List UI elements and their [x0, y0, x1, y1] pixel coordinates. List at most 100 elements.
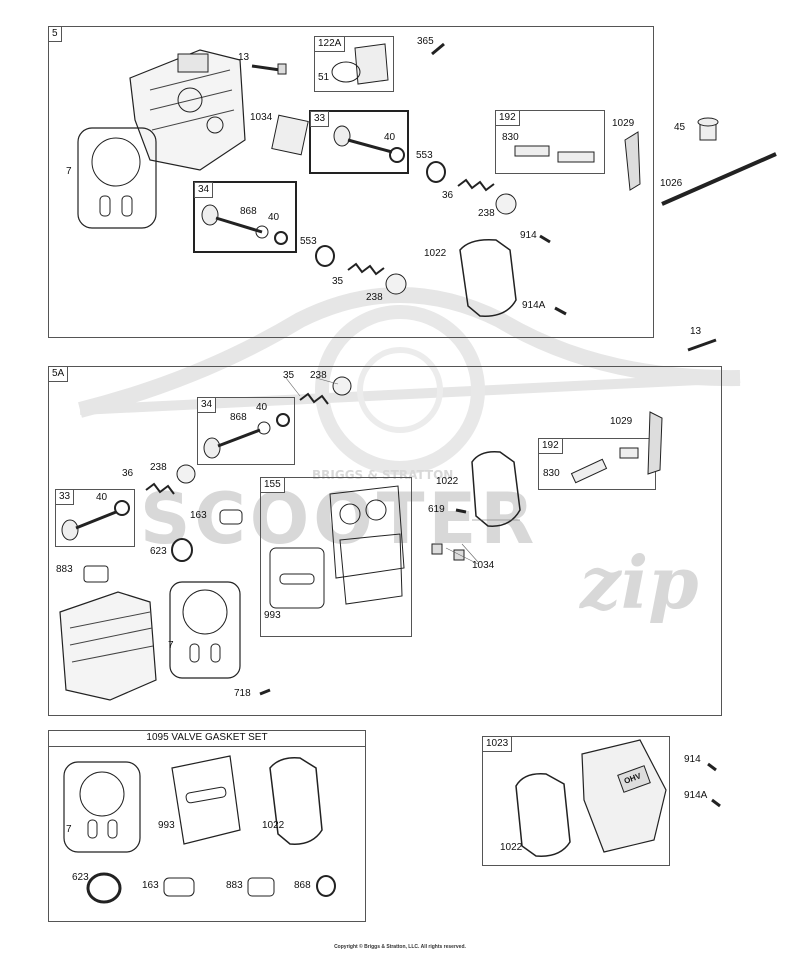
cap-238-5a-lower	[176, 464, 196, 484]
spring-36-upper	[457, 178, 495, 192]
subkit-155-frame	[260, 477, 412, 637]
pin-718	[259, 688, 271, 696]
callout-label: 238	[478, 208, 495, 219]
callout-label: 163	[142, 880, 159, 891]
callout-label: 868	[230, 412, 247, 423]
callout-label: 619	[428, 504, 445, 515]
subkit-192-upper-frame	[495, 110, 605, 174]
section-5a-frame	[48, 366, 722, 716]
head-gasket-lower	[169, 581, 241, 679]
callout-label: 914A	[522, 300, 546, 311]
callout-label: 1022	[436, 476, 459, 487]
valve-cover-ohv	[581, 739, 667, 853]
set-gasket-883	[247, 877, 275, 897]
callout-label: 914	[684, 754, 701, 765]
subkit-34-upper-tag: 34	[194, 182, 214, 198]
callout-label: 1029	[612, 118, 635, 129]
subkit-192-upper-tag: 192	[495, 110, 520, 126]
valve-34-upper	[201, 204, 288, 245]
bolt-365	[431, 42, 445, 56]
subkit-34-lower-tag: 34	[197, 397, 217, 413]
callout-label: 35	[332, 276, 344, 287]
callout-label: 238	[150, 462, 167, 473]
callout-label: 13	[690, 326, 702, 337]
callout-label: 553	[300, 236, 317, 247]
cap-238-5a-upper	[332, 376, 352, 396]
cylinder-head-lower	[59, 591, 157, 701]
cover-gasket-1022-5a	[471, 450, 521, 527]
set-cover-gasket-1022	[269, 756, 323, 845]
section-5a-tag: 5A	[48, 366, 69, 382]
callout-label: 623	[72, 872, 89, 883]
cap-238-lower	[385, 273, 407, 295]
push-rod-1026	[661, 152, 777, 206]
rocker-arm-1029-upper	[624, 131, 641, 191]
set-gasket-163	[163, 877, 195, 897]
rocker-arm-1029-lower	[647, 411, 663, 475]
callout-label: 238	[310, 370, 327, 381]
set-seal-868	[316, 875, 336, 897]
gasket-993-5a	[269, 547, 325, 609]
callout-label: 13	[238, 52, 250, 63]
valve-33-lower	[61, 500, 130, 541]
callout-label: 40	[384, 132, 396, 143]
cylinder-head-upper	[129, 49, 246, 171]
callout-label: 1026	[660, 178, 683, 189]
subkit-33-lower-frame	[55, 489, 135, 547]
spring-36-lower	[145, 482, 175, 495]
callout-label: 830	[502, 132, 519, 143]
callout-label: 1029	[610, 416, 633, 427]
subkit-33-lower-tag: 33	[55, 489, 75, 505]
section-5-tag: 5	[48, 26, 62, 42]
kit-bolt-914a	[711, 798, 721, 808]
callout-label: 553	[416, 150, 433, 161]
intake-122a	[331, 43, 389, 85]
bolt-619	[455, 508, 467, 514]
spring-35-lower	[299, 392, 329, 405]
cap-238-upper	[495, 193, 517, 215]
callout-label: 914	[520, 230, 537, 241]
subkit-155-tag: 155	[260, 477, 285, 493]
spring-35-upper	[347, 262, 385, 276]
callout-label: 45	[674, 122, 686, 133]
callout-label: 914A	[684, 790, 708, 801]
callout-label: 1034	[250, 112, 273, 123]
subkit-33-upper-tag: 33	[310, 111, 330, 127]
seal-623-5a	[171, 538, 193, 562]
callout-label: 36	[122, 468, 134, 479]
callout-label: 51	[318, 72, 330, 83]
section-5-frame	[48, 26, 654, 338]
callout-label: 36	[442, 190, 454, 201]
kit-cover-gasket-1022	[515, 773, 571, 857]
callout-label: 883	[226, 880, 243, 891]
callout-label: 718	[234, 688, 251, 699]
callout-label: 1022	[500, 842, 523, 853]
callout-label: 7	[66, 166, 72, 177]
kit-bolt-914	[707, 762, 717, 772]
plate-1034-b	[453, 549, 465, 561]
callout-label: 1034	[472, 560, 495, 571]
plate-1034-a	[431, 543, 443, 555]
subkit-122a-tag: 122A	[314, 36, 346, 52]
stud-45	[697, 117, 719, 141]
retainer-553-lower	[315, 245, 335, 267]
bolt-13-outside	[687, 338, 717, 352]
gasket-set-frame	[48, 730, 366, 922]
copyright-notice: Copyright © Briggs & Stratton, LLC. All …	[334, 944, 466, 950]
retainer-553-upper	[426, 161, 446, 183]
callout-label: 40	[268, 212, 280, 223]
callout-label: 163	[190, 510, 207, 521]
callout-label: 1022	[424, 248, 447, 259]
callout-label: 868	[240, 206, 257, 217]
set-gasket-993	[171, 755, 241, 845]
valve-plate-155	[329, 485, 405, 605]
callout-label: 623	[150, 546, 167, 557]
callout-label: 1022	[262, 820, 285, 831]
leader-lines	[285, 377, 520, 565]
bolt-914a-upper	[554, 306, 567, 316]
kit-1023-tag: 1023	[482, 736, 513, 752]
valve-34-lower	[203, 413, 290, 459]
callout-label: 238	[366, 292, 383, 303]
callout-label: 40	[96, 492, 108, 503]
